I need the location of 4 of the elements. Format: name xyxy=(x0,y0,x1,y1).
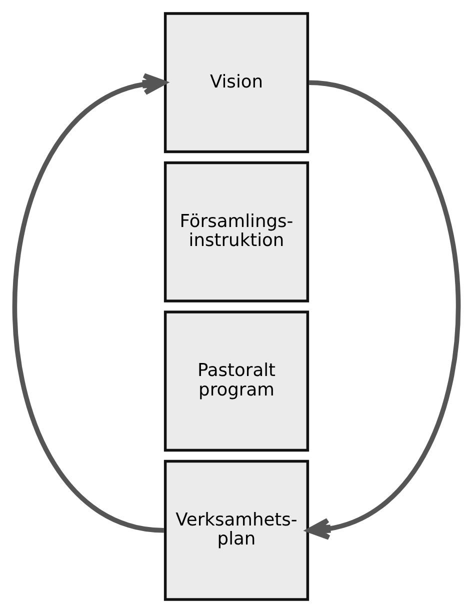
node-box: Pastoralt program xyxy=(164,310,310,452)
node-box: Församlings- instruktion xyxy=(164,161,310,302)
node-box: Verksamhets- plan xyxy=(164,460,310,601)
node-box: Vision xyxy=(164,12,310,154)
